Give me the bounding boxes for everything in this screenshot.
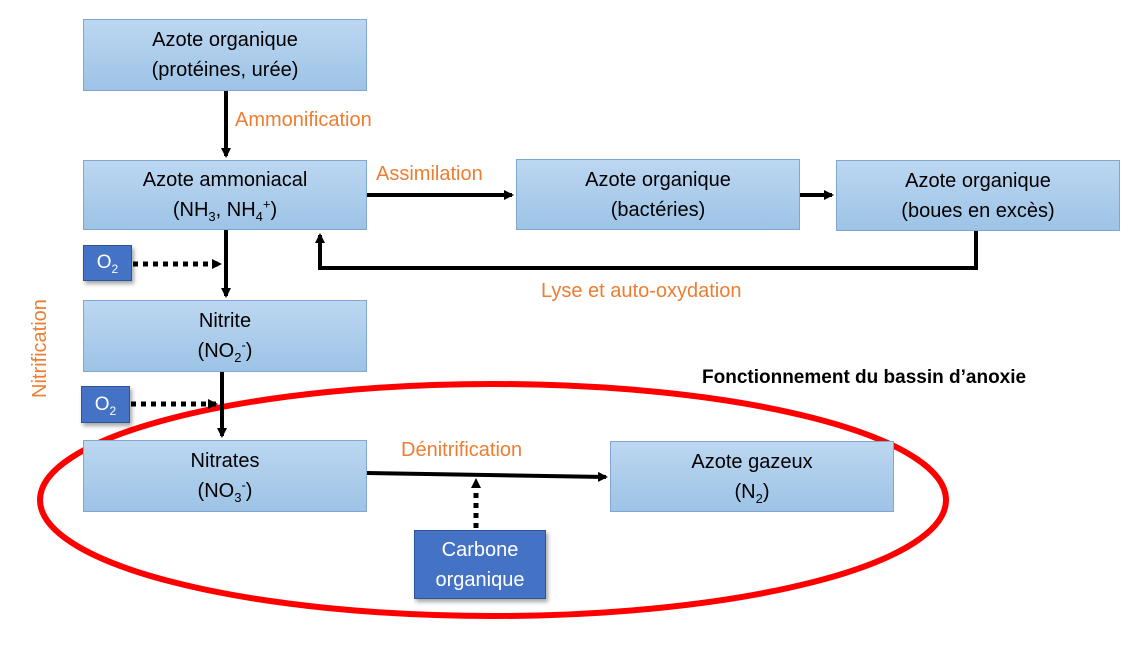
box-organic-bacteria: Azote organique (bactéries) — [516, 159, 800, 230]
box-nitrite-line1: Nitrite — [198, 310, 252, 332]
box-organic-nitrogen-line1: Azote organique — [152, 29, 298, 51]
box-bacteria-line2: (bactéries) — [610, 198, 706, 221]
anoxic-basin-title: Fonctionnement du bassin d’anoxie — [702, 367, 1027, 388]
box-sludge-line1: Azote organique — [905, 169, 1051, 192]
label-denitrification: Dénitrification — [401, 439, 523, 461]
box-sludge-line2: (boues en excès) — [901, 199, 1055, 222]
box-organic-nitrogen: Azote organique (protéines, urée) — [83, 19, 367, 91]
box-nitrite: Nitrite (NO2-) — [83, 300, 367, 372]
box-nitrite-line2: (NO2-) — [197, 337, 253, 365]
box-organic-carbon: Carbone organique — [414, 530, 546, 599]
label-nitrification: Nitrification — [29, 299, 51, 398]
anoxic-zone-ellipse — [37, 381, 949, 619]
box-organic-sludge: Azote organique (boues en excès) — [836, 160, 1120, 231]
box-nitrogen-gas: Azote gazeux (N2) — [610, 441, 894, 512]
box-organic-nitrogen-line2: (protéines, urée) — [151, 59, 299, 81]
box-gas-line1: Azote gazeux — [691, 450, 813, 473]
label-ammonification: Ammonification — [235, 109, 372, 131]
box-nitrates-line1: Nitrates — [190, 450, 260, 472]
box-ammoniacal-nitrogen: Azote ammoniacal (NH3, NH4+) — [83, 160, 367, 230]
box-carbon-line2: organique — [435, 568, 525, 591]
arrow-lysis-return — [315, 231, 978, 270]
box-carbon-line1: Carbone — [441, 538, 519, 561]
label-lysis: Lyse et auto-oxydation — [541, 280, 742, 302]
box-gas-line2: (N2) — [734, 480, 770, 506]
box-nitrates: Nitrates (NO3-) — [83, 440, 367, 512]
arrow-denitrification — [366, 471, 608, 482]
box-ammoniacal-line1: Azote ammoniacal — [142, 169, 308, 191]
box-nitrates-line2: (NO3-) — [197, 477, 253, 505]
box-o2-bottom: O2 — [81, 386, 130, 423]
box-ammoniacal-line2: (NH3, NH4+) — [172, 196, 278, 224]
box-o2-top: O2 — [83, 245, 132, 281]
box-bacteria-line1: Azote organique — [585, 168, 731, 191]
label-assimilation: Assimilation — [376, 163, 483, 185]
